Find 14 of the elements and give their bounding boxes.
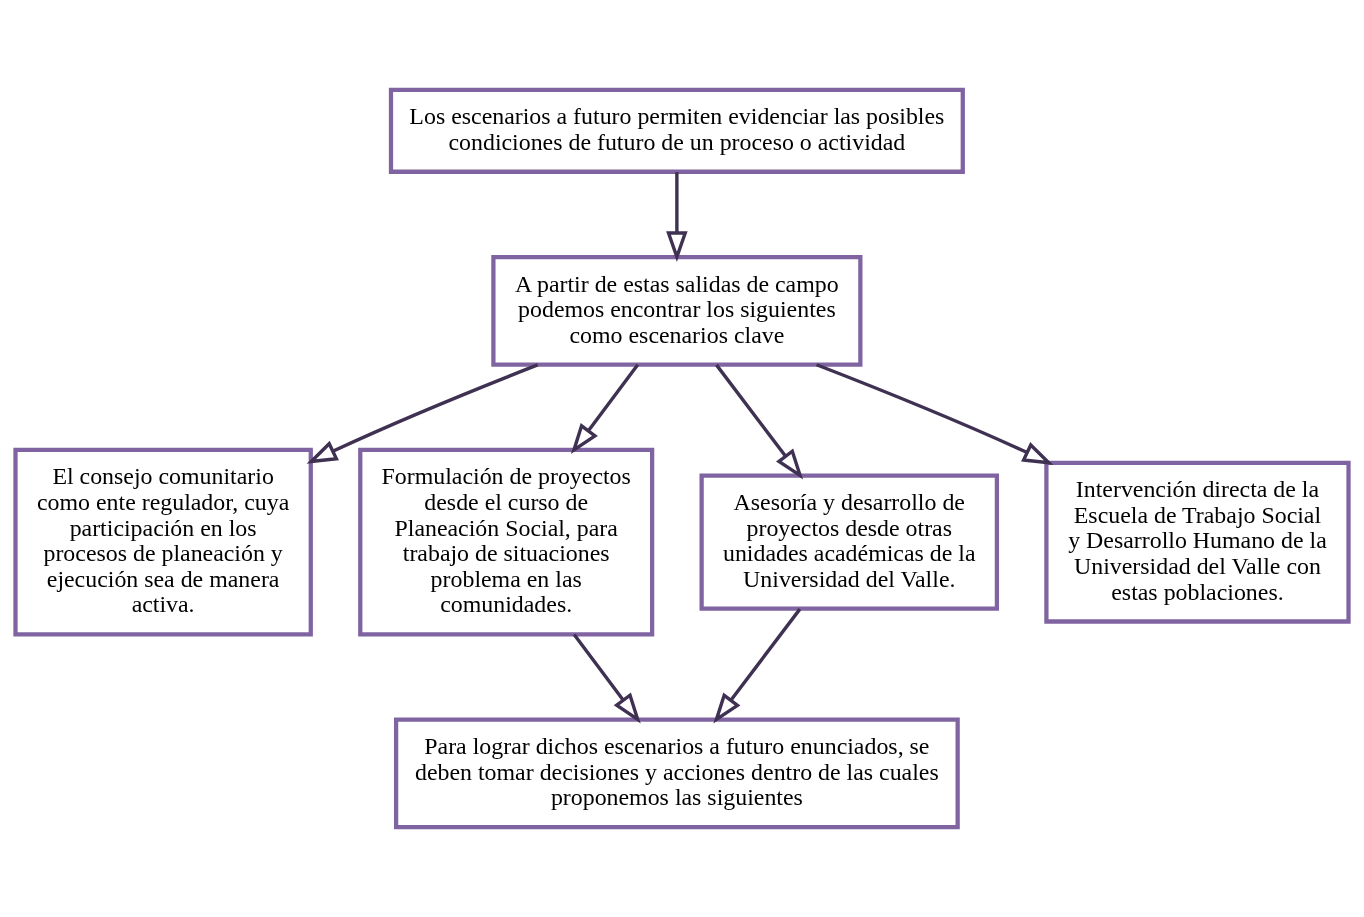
arrow — [666, 172, 688, 263]
node-box: Intervención directa de la Escuela de Trabajo Social y Desarrollo Humano de la Universidad del Valle con estas poblaciones. — [1044, 460, 1351, 624]
arrow — [306, 363, 539, 464]
arrow — [570, 363, 640, 455]
node-box: El consejo comunitario como ente regulador, cuya participación en los procesos de planeación y ejecución sea de manera activa. — [13, 447, 313, 637]
arrow — [815, 363, 1054, 465]
node-box: Asesoría y desarrollo de proyectos desde otras unidades académicas de la Universidad del Valle. — [699, 473, 1000, 611]
arrow — [713, 608, 802, 724]
arrow — [715, 363, 804, 480]
node-box: A partir de estas salidas de campo podemos encontrar los siguientes como escenarios clave — [491, 254, 863, 367]
node-box: Los escenarios a futuro permiten evidenciar las posibles condiciones de futuro de un proceso o actividad — [388, 87, 965, 174]
arrow — [572, 633, 641, 724]
node-box: Para lograr dichos escenarios a futuro enunciados, se deben tomar decisiones y acciones dentro de las cuales proponemos las siguientes — [393, 717, 960, 830]
node-box: Formulación de proyectos desde el curso de Planeación Social, para trabajo de situaciones problema en las comunidades. — [358, 447, 655, 637]
